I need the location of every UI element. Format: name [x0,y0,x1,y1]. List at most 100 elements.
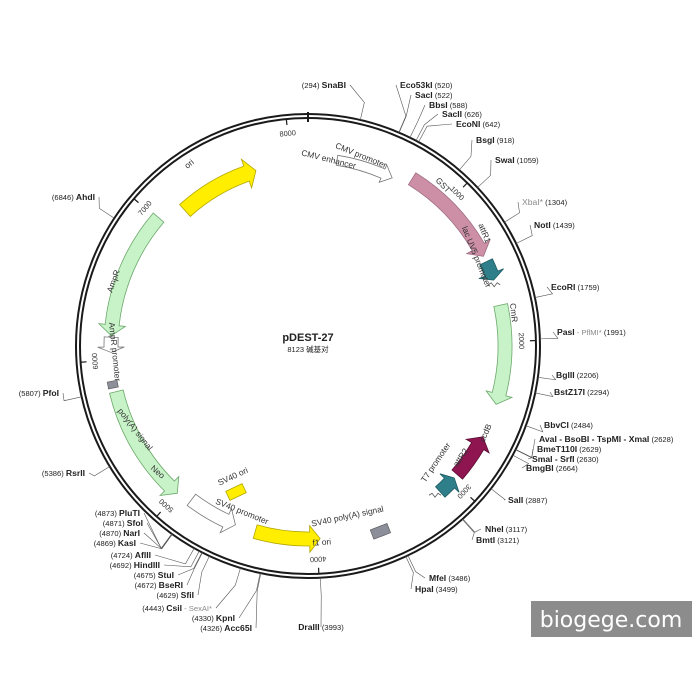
site-leader-line [62,392,82,402]
site-position: (2628) [651,435,673,444]
tick-mark [462,182,468,188]
feature-label: SV40 poly(A) signal [310,504,384,529]
site-enzyme: NheI [485,524,504,534]
feature-f1-ori [252,524,321,554]
restriction-site-label: BbsI (588) [429,100,468,110]
site-enzyme: PasI [557,327,575,337]
feature-label: ori [182,157,196,171]
feature-ampr-promoter [97,336,125,353]
site-enzyme: BstZ17I [554,387,585,397]
restriction-site-label: (5807) PfoI [19,388,59,398]
site-enzyme: KpnI [216,613,235,623]
site-leader-line [462,519,475,541]
site-leader-line [537,374,557,381]
restriction-site-label: XbaI* (1304) [522,197,568,207]
site-position: (3499) [436,585,458,594]
site-leader-line [515,448,534,459]
site-leader-line [146,522,173,550]
restriction-site-label: BglII (2206) [556,370,599,380]
site-leader-line [349,84,365,121]
feature-neo [109,389,180,497]
feature-attr1 [478,258,504,281]
restriction-site-label: MfeI (3486) [429,573,471,583]
site-enzyme: SwaI [495,155,515,165]
restriction-site-label: (4871) SfoI [103,518,143,528]
restriction-site-label: NheI (3117) [485,524,528,534]
restriction-site-label: (5386) RsrII [42,468,85,478]
site-leader-line [319,577,322,628]
site-enzyme: BmtI [476,535,495,545]
site-leader-line [163,550,200,568]
site-position: (3121) [497,536,519,545]
site-position: (4692) [110,561,132,570]
site-enzyme: RsrII [66,468,85,478]
site-position: (2206) [577,371,599,380]
site-position: (2629) [579,445,601,454]
site-enzyme: KasI [118,538,136,548]
site-enzyme: EcoNI [456,119,480,129]
site-enzyme: BbsI [429,100,448,110]
tick-label: 4000 [310,554,327,564]
feature-label: CmR [508,303,520,323]
site-enzyme: BseRI [159,580,183,590]
restriction-site-label: (4724) AflII [111,550,151,560]
site-position: (4873) [95,509,117,518]
site-position: (588) [450,101,468,110]
site-enzyme: BmgBI [526,463,554,473]
restriction-site-label: (4330) KpnI [192,613,235,623]
site-position: (1304) [545,198,567,207]
site-leader-line [409,104,426,138]
restriction-site-label: SacII (626) [442,109,482,119]
site-enzyme: DraIII [298,622,320,632]
site-position: (1991) [604,328,626,337]
tick-label: 8000 [279,128,296,139]
site-position: (2664) [556,464,578,473]
site-position: (2630) [577,455,599,464]
site-enzyme: Acc65I [224,623,252,633]
site-leader-line [139,534,173,550]
site-leader-line [515,224,533,244]
restriction-site-label: HpaI (3499) [415,584,458,594]
tick-label: 7000 [136,199,153,217]
site-position: (2484) [571,421,593,430]
site-position: (1059) [517,156,539,165]
restriction-site-label: SacI (522) [415,90,453,100]
site-leader-line [490,488,506,501]
site-position: (626) [464,110,482,119]
restriction-site-label: (4443) CsiI - SexAI* [142,603,212,613]
site-position: (6846) [52,193,74,202]
site-position: (2887) [525,496,547,505]
restriction-site-label: (4870) NarI [99,528,140,538]
site-enzyme: SalI [508,495,523,505]
site-enzyme: AflII [135,550,151,560]
site-leader-line [88,466,110,477]
feature-cmr [485,303,514,405]
site-enzyme: BsgI [476,135,495,145]
tick-mark [156,511,162,517]
site-position: (4326) [200,624,222,633]
site-enzyme: PfoI [43,388,59,398]
restriction-site-label: (4869) KasI [94,538,136,548]
site-leader-line [504,201,520,223]
feature-ccdb [451,436,490,480]
restriction-site-label: (4326) Acc65I [200,623,252,633]
feature-sv40-polya-box [369,523,392,540]
feature-ori [179,158,257,217]
site-leader-line [177,552,203,576]
site-position: (1759) [577,283,599,292]
restriction-site-label: SwaI (1059) [495,155,539,165]
site-enzyme-extra: - SexAI* [182,604,212,613]
site-leader-line [515,449,533,460]
site-enzyme: PluTI [119,508,140,518]
feature-cmv-promoter [335,154,393,183]
site-enzyme: HindIII [134,560,160,570]
site-leader-line [534,286,554,298]
site-position: (4629) [157,591,179,600]
restriction-site-label: BmeT110I (2629) [537,444,602,454]
site-position: (3993) [322,623,344,632]
restriction-site-label: BmgBI (2664) [526,463,578,473]
site-enzyme: SfiI [181,590,194,600]
feature-sv40-ori [225,483,247,501]
feature-lac-promoter-mark [487,282,501,288]
